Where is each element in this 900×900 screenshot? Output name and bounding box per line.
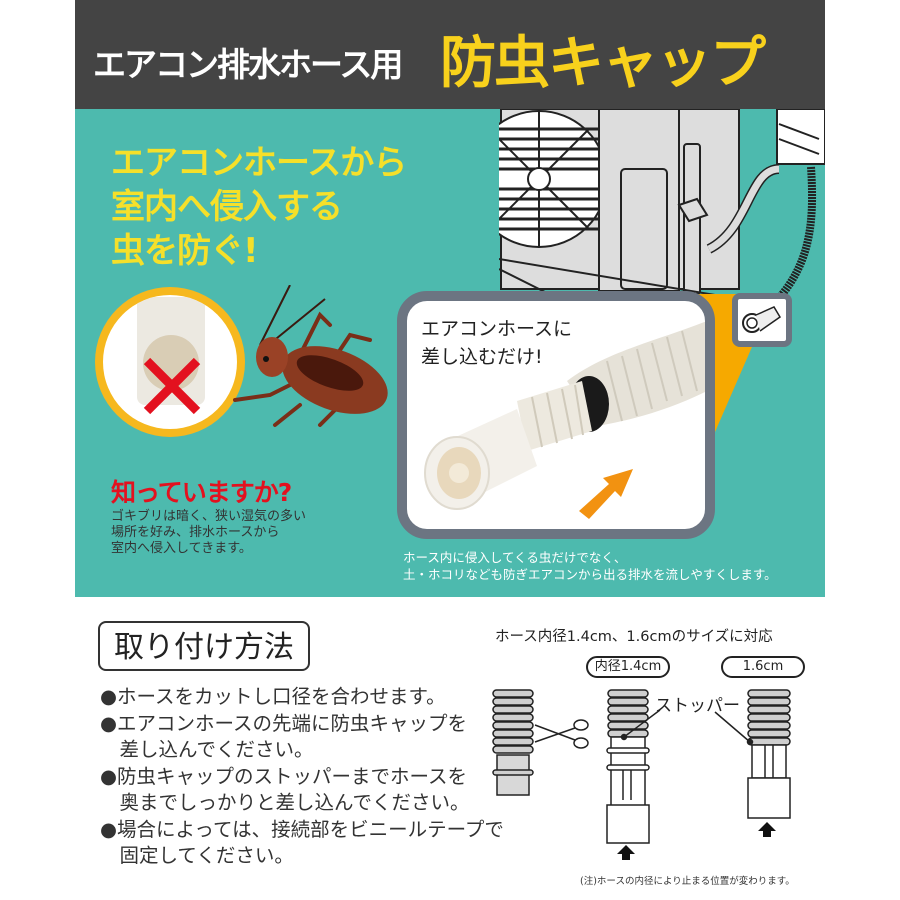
sizes-title: ホース内径1.4cm、1.6cmのサイズに対応 <box>495 629 773 645</box>
install-section-title: 取り付け方法 <box>98 621 310 671</box>
know-heading: 知っていますか? <box>111 478 292 507</box>
product-photo-frame: エアコンホースに 差し込むだけ! <box>397 291 715 539</box>
size-pill-1-4cm: 内径1.4cm <box>586 656 670 678</box>
note-line-1: ホース内に侵入してくる虫だけでなく、 <box>403 550 627 565</box>
up-arrow-icons <box>617 822 776 860</box>
headline-line-2: 室内へ侵入する <box>111 187 343 227</box>
cockroach-illustration <box>233 285 388 427</box>
install-steps: ●ホースをカットし口径を合わせます。 ●エアコンホースの先端に防虫キャップを 差… <box>100 684 504 870</box>
header-title: 防虫キャップ <box>440 31 766 96</box>
size-pill-1-6cm: 1.6cm <box>721 656 805 678</box>
red-x-icon <box>143 357 201 415</box>
step-2: ●エアコンホースの先端に防虫キャップを <box>100 711 468 735</box>
step-3-cont: 奥までしっかりと差し込んでください。 <box>100 791 470 814</box>
stopper-label: ストッパー <box>655 696 740 716</box>
know-line-1: ゴキブリは暗く、狭い湿気の多い <box>111 509 307 524</box>
headline-line-3: 虫を防ぐ! <box>111 231 259 271</box>
footnote: (注)ホースの内径により止まる位置が変わります。 <box>580 876 795 887</box>
know-line-3: 室内へ侵入してきます。 <box>111 541 252 556</box>
step-1: ●ホースをカットし口径を合わせます。 <box>100 685 446 708</box>
header-banner: エアコン排水ホース用 防虫キャップ <box>75 0 825 109</box>
step-4-cont: 固定してください。 <box>100 844 294 867</box>
cap-closeup-circle <box>95 287 245 437</box>
install-diagram <box>492 689 791 860</box>
note-line-2: 土・ホコリなども防ぎエアコンから出る排水を流しやすくします。 <box>403 567 777 582</box>
insert-arrow-icon <box>579 469 633 519</box>
caption-line-2: 差し込むだけ! <box>421 346 543 368</box>
hero-section: エアコンホースから 室内へ侵入する 虫を防ぐ! <box>75 109 825 597</box>
know-line-2: 場所を好み、排水ホースから <box>111 525 280 540</box>
photo-caption: エアコンホースに 差し込むだけ! <box>421 315 572 371</box>
air-conditioner-illustration <box>499 109 825 299</box>
caption-line-1: エアコンホースに <box>421 318 573 340</box>
hose-cap-photo <box>424 321 705 519</box>
headline-line-1: エアコンホースから <box>111 143 407 183</box>
hero-bottom-note: ホース内に侵入してくる虫だけでなく、 土・ホコリなども防ぎエアコンから出る排水を… <box>403 549 777 583</box>
know-description: ゴキブリは暗く、狭い湿気の多い 場所を好み、排水ホースから 室内へ侵入してきます… <box>111 509 306 557</box>
header-subtitle: エアコン排水ホース用 <box>93 45 403 84</box>
product-page: エアコン排水ホース用 防虫キャップ <box>75 0 825 900</box>
step-4: ●場合によっては、接続部をビニールテープで <box>100 817 504 841</box>
step-3: ●防虫キャップのストッパーまでホースを <box>100 764 468 788</box>
step-2-cont: 差し込んでください。 <box>100 738 314 761</box>
hose-thumbnail-icon <box>732 293 792 347</box>
hero-headline: エアコンホースから 室内へ侵入する 虫を防ぐ! <box>111 141 407 273</box>
